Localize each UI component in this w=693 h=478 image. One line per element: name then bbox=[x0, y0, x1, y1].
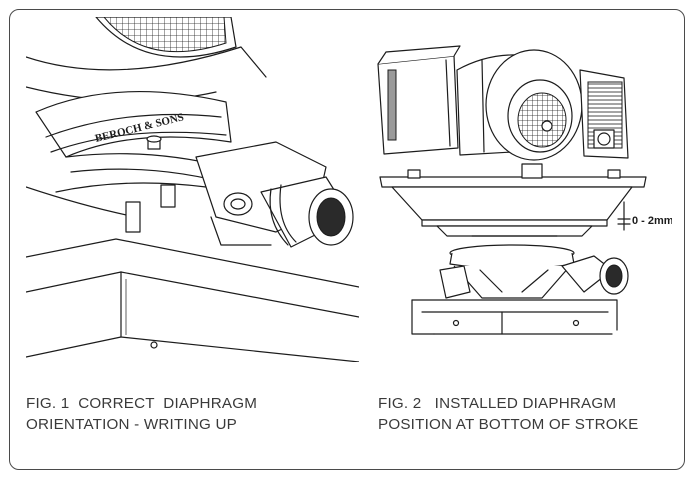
fig1-caption: FIG. 1 CORRECT DIAPHRAGM ORIENTATION - W… bbox=[26, 393, 257, 435]
fig2-installed-assembly-drawing: 0 - 2mm bbox=[362, 30, 672, 360]
fig1-caption-line1: FIG. 1 CORRECT DIAPHRAGM bbox=[26, 395, 258, 412]
fig1-caption-line2: ORIENTATION - WRITING UP bbox=[26, 416, 237, 433]
fig1-diaphragm-closeup-drawing: BEROCH & SONS bbox=[26, 17, 359, 362]
fig2-caption-line1: FIG. 2 INSTALLED DIAPHRAGM bbox=[378, 395, 617, 412]
fig2-caption: FIG. 2 INSTALLED DIAPHRAGM POSITION AT B… bbox=[378, 393, 638, 435]
gap-dimension-label: 0 - 2mm bbox=[632, 215, 672, 227]
fig2-caption-line2: POSITION AT BOTTOM OF STROKE bbox=[378, 416, 639, 433]
